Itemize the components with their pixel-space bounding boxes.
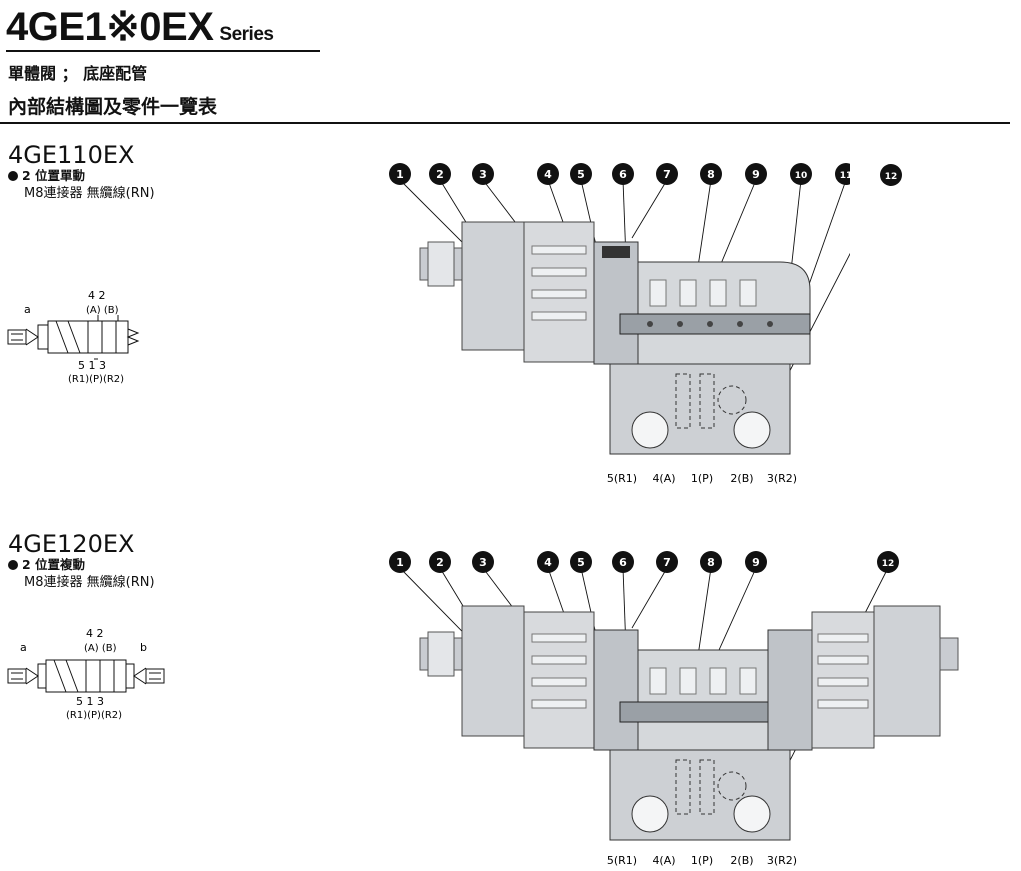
connector-label-1: M8連接器 無纜線(RN): [24, 186, 155, 201]
type-label-text: 2 位置複動: [22, 557, 86, 572]
type-label-2: 2 位置複動: [8, 557, 85, 573]
title-underline: [6, 50, 320, 52]
callout-12: 12: [885, 172, 898, 182]
bottom-ports-sub-label: (R1)(P)(R2): [68, 374, 124, 385]
page-subtitle: 單體閥 ； 底座配管: [8, 64, 148, 83]
callout-6: 6: [619, 168, 627, 181]
bottom-ports-sub-label: (R1)(P)(R2): [66, 710, 122, 721]
port-label-r2: 3(R2): [767, 854, 797, 867]
cross-section-diagram-1: 1 2 3 4 5 6 7 8 9 10 11 5(R1) 4(A) 1(P) …: [389, 163, 850, 485]
cross-section-diagram-2: 1 2 3 4 5 6 7 8 9 12 5(R1) 4(A) 1(P) 2(B…: [389, 551, 959, 867]
callout-2: 2: [436, 168, 444, 181]
port-label-r2: 3(R2): [767, 472, 797, 485]
callout-4: 4: [544, 556, 552, 569]
callout-1: 1: [396, 168, 404, 181]
callout-5: 5: [577, 168, 585, 181]
top-ports-sub-label: (A) (B): [86, 305, 119, 316]
valve-symbol-2: a b 4 2 (A) (B) 5 1 3 (R1)(P)(R2): [7, 627, 165, 721]
type-label-text: 2 位置單動: [22, 168, 86, 183]
valve-symbol-1: a 4 2 (A) (B) 5 1 3 (R1)(P)(R2): [7, 289, 140, 385]
callout-11: 11: [840, 171, 850, 181]
callout-10: 10: [795, 171, 808, 181]
callout-3: 3: [479, 556, 487, 569]
solenoid-a-label: a: [20, 641, 27, 654]
connector-label-2: M8連接器 無纜線(RN): [24, 575, 155, 590]
solenoid-b-label: b: [140, 641, 147, 654]
callout-9: 9: [752, 556, 760, 569]
callout-9: 9: [752, 168, 760, 181]
callout-3: 3: [479, 168, 487, 181]
callout-8: 8: [707, 168, 715, 181]
top-ports-label: 4 2: [86, 627, 104, 640]
callout-7: 7: [663, 556, 671, 569]
port-label-r1: 5(R1): [607, 854, 637, 867]
top-ports-label: 4 2: [88, 289, 106, 302]
title-text: 4GE1※0EX: [6, 5, 214, 49]
series-text: Series: [219, 24, 274, 45]
callout-8: 8: [707, 556, 715, 569]
callout-4: 4: [544, 168, 552, 181]
callout-12-marker: 12: [880, 164, 902, 186]
port-label-b: 2(B): [730, 854, 753, 867]
callout-1: 1: [396, 556, 404, 569]
top-ports-sub-label: (A) (B): [84, 643, 117, 654]
port-label-a: 4(A): [652, 854, 675, 867]
callout-12: 12: [882, 559, 895, 569]
callout-5: 5: [577, 556, 585, 569]
port-label-p: 1(P): [691, 854, 713, 867]
solenoid-a-label: a: [24, 303, 31, 316]
header-divider: [0, 122, 1010, 124]
bullet-icon: [8, 171, 18, 181]
port-label-r1: 5(R1): [607, 472, 637, 485]
callout-2: 2: [436, 556, 444, 569]
callout-7: 7: [663, 168, 671, 181]
callout-6: 6: [619, 556, 627, 569]
bottom-ports-label: 5 1 3: [76, 695, 104, 708]
port-label-b: 2(B): [730, 472, 753, 485]
section-title: 內部結構圖及零件一覽表: [8, 96, 218, 118]
port-label-p: 1(P): [691, 472, 713, 485]
port-label-a: 4(A): [652, 472, 675, 485]
type-label-1: 2 位置單動: [8, 168, 85, 184]
bullet-icon: [8, 560, 18, 570]
bottom-ports-label: 5 1 3: [78, 359, 106, 372]
model-name-1: 4GE110EX: [8, 141, 135, 169]
model-name-2: 4GE120EX: [8, 530, 135, 558]
